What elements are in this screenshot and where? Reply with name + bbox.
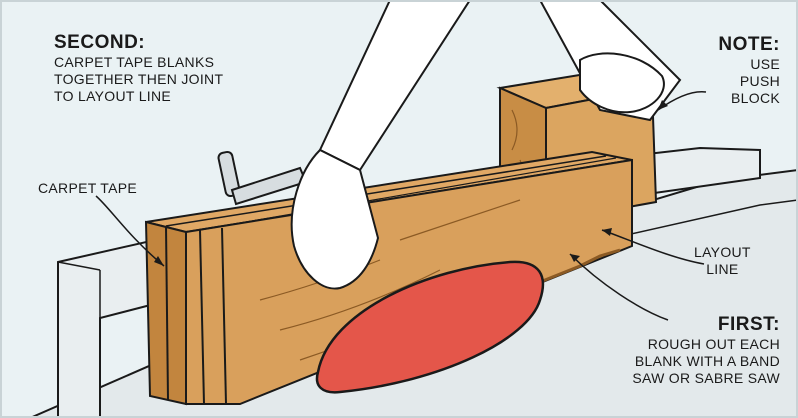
first-step-text: ROUGH OUT EACH BLANK WITH A BAND SAW OR … xyxy=(540,336,780,387)
first-step-callout: FIRST: ROUGH OUT EACH BLANK WITH A BAND … xyxy=(540,314,780,387)
layout-line-label: LAYOUT LINE xyxy=(694,244,751,278)
fence-lock-handle xyxy=(218,151,306,204)
note-heading: NOTE: xyxy=(660,34,780,56)
first-step-heading: FIRST: xyxy=(540,314,780,336)
second-step-callout: SECOND: CARPET TAPE BLANKS TOGETHER THEN… xyxy=(54,32,354,105)
carpet-tape-label: CARPET TAPE xyxy=(38,180,137,196)
note-text: USE PUSH BLOCK xyxy=(660,56,780,107)
second-step-heading: SECOND: xyxy=(54,32,354,54)
second-step-text: CARPET TAPE BLANKS TOGETHER THEN JOINT T… xyxy=(54,54,354,105)
note-callout: NOTE: USE PUSH BLOCK xyxy=(660,34,780,107)
